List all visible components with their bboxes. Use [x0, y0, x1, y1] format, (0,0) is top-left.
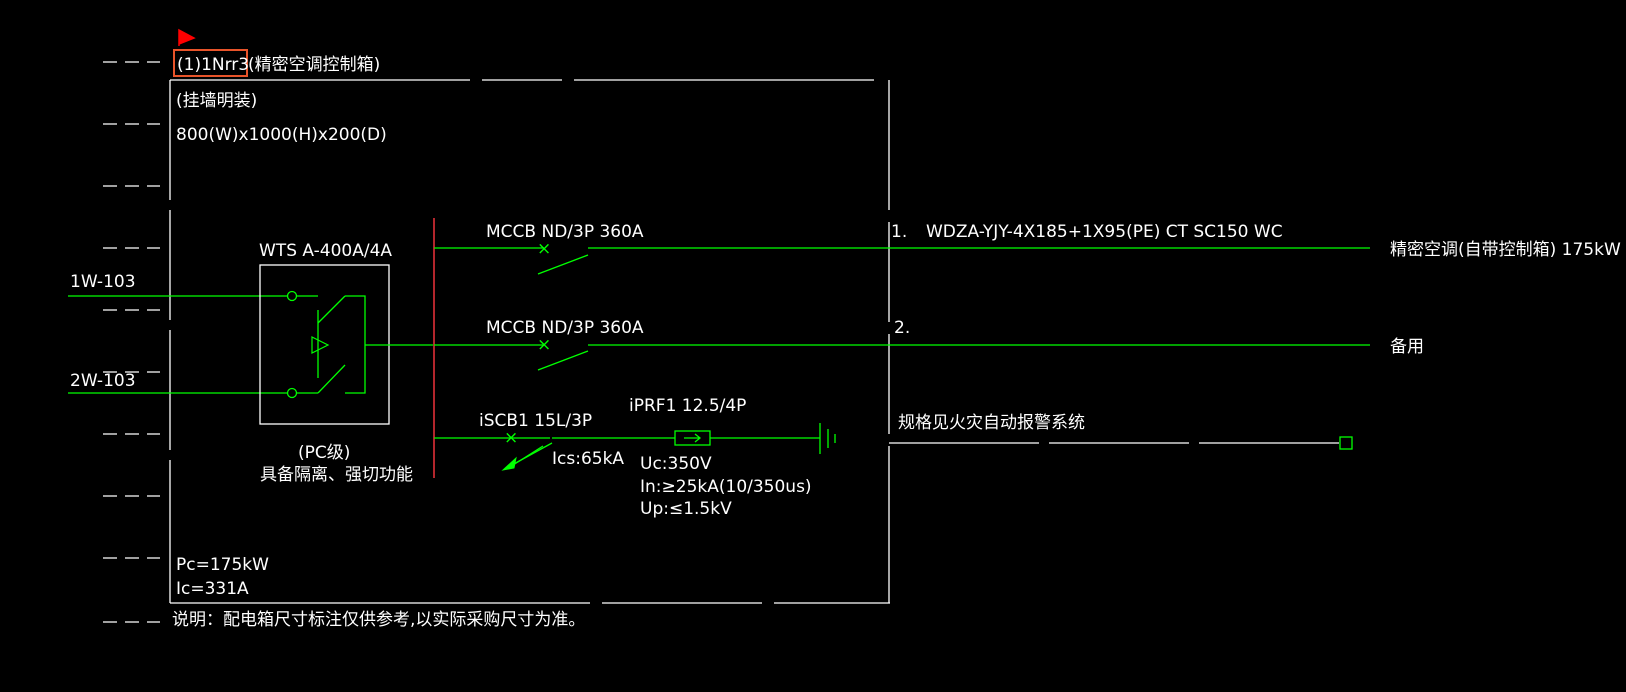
surge-breaker: iSCB1 15L/3P [479, 411, 592, 431]
panel-ic: Ic=331A [176, 579, 249, 599]
circuit-1-cable: WDZA-YJY-4X185+1X95(PE) CT SC150 WC [926, 222, 1283, 242]
transfer-switch-symbol[interactable] [259, 264, 434, 425]
footnote: 说明：配电箱尺寸标注仅供参考,以实际采购尺寸为准。 [172, 610, 585, 630]
input-label-2: 2W-103 [70, 371, 136, 391]
panel-mount: (挂墙明装) [176, 91, 257, 111]
switch-model: WTS A-400A/4A [259, 241, 392, 261]
spd-uc: Uc:350V [640, 454, 712, 474]
switch-function: 具备隔离、强切功能 [260, 465, 413, 485]
terminal-box-icon[interactable] [1339, 436, 1353, 450]
circuit-1-number: 1. [891, 222, 907, 242]
panel-dims: 800(W)x1000(H)x200(D) [176, 125, 387, 145]
breaker-symbol[interactable] [537, 350, 589, 371]
panel-tag[interactable]: (1)1Nrr3 [177, 55, 249, 75]
switch-class: (PC级) [298, 443, 350, 463]
svg-text:×: × [537, 239, 551, 259]
surge-note: 规格见火灾自动报警系统 [898, 413, 1085, 433]
panel-name: (精密空调控制箱) [248, 55, 380, 75]
circuit-1-breaker: MCCB ND/3P 360A [486, 222, 644, 242]
svg-text:×: × [537, 335, 551, 355]
surge-circuit: × [434, 423, 1353, 471]
spd-up: Up:≤1.5kV [640, 499, 732, 519]
circuit-1-load: 精密空调(自带控制箱) 175kW [1390, 240, 1621, 260]
flag-icon [178, 28, 196, 46]
surge-ics: Ics:65kA [552, 449, 624, 469]
panel-frame [169, 79, 890, 604]
circuit-2-load: 备用 [1390, 337, 1424, 357]
circuit-2-number: 2. [894, 318, 910, 338]
spd-in: In:≥25kA(10/350us) [640, 477, 812, 497]
left-dash-markers [103, 61, 160, 623]
breaker-symbol[interactable] [537, 254, 589, 275]
ground-symbol [819, 423, 836, 454]
circuit-2-breaker: MCCB ND/3P 360A [486, 318, 644, 338]
tag-highlight-box [173, 49, 248, 77]
input-label-1: 1W-103 [70, 272, 136, 292]
spd-model: iPRF1 12.5/4P [629, 396, 746, 416]
circuit-1: × [434, 239, 1370, 275]
panel-pc: Pc=175kW [176, 555, 269, 575]
circuit-2: × [434, 335, 1370, 371]
